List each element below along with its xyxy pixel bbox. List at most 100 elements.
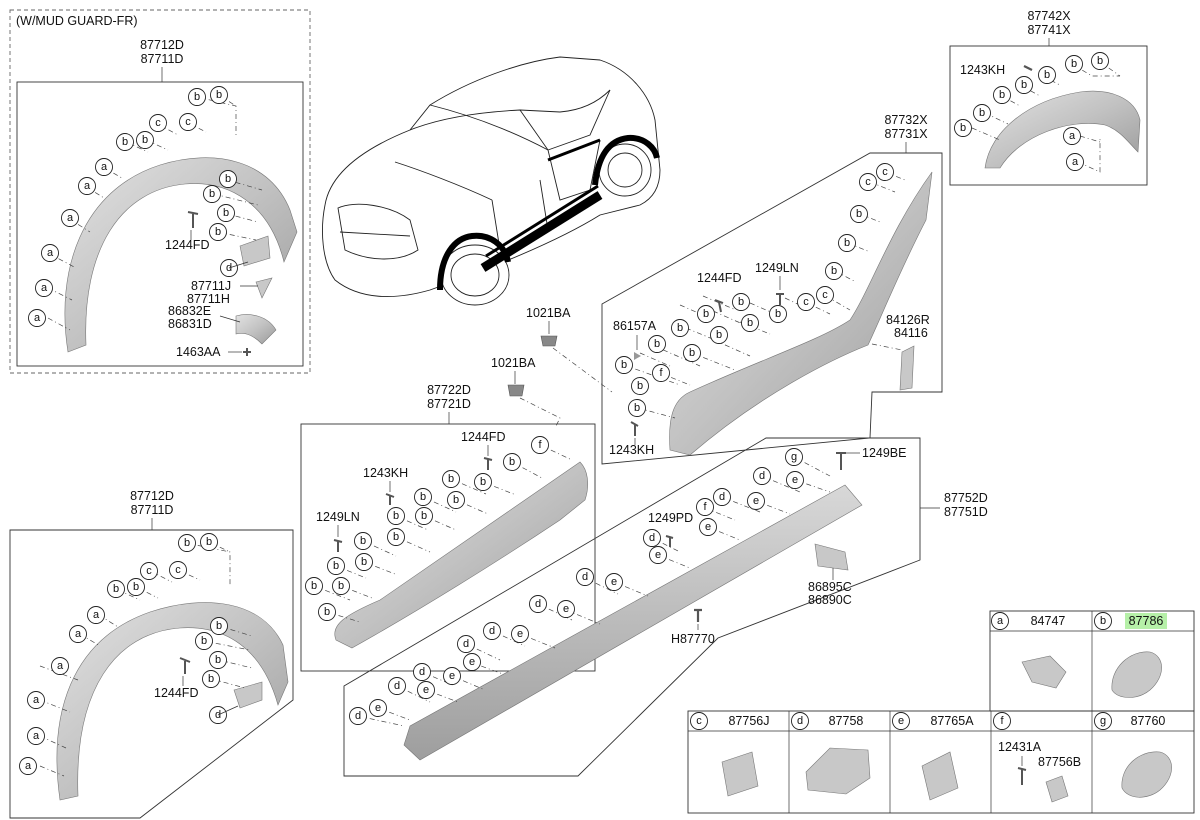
svg-text:b: b — [453, 494, 459, 506]
front-door-moulding-group: 87722D 87721D b b b b b b b b b b b b b … — [300, 383, 596, 672]
front-door-part-no-2: 87721D — [427, 397, 471, 411]
svg-text:d: d — [463, 638, 469, 650]
clip-icon — [721, 751, 759, 797]
svg-text:c: c — [865, 176, 871, 188]
svg-text:a: a — [93, 609, 100, 621]
emblem-bracket — [899, 345, 915, 391]
svg-text:a: a — [57, 660, 64, 672]
front-arch-bottom-frame — [9, 529, 294, 819]
svg-text:a: a — [47, 247, 54, 259]
svg-text:b: b — [223, 207, 229, 219]
emblem-bracket-part-no-2: 84116 — [894, 326, 928, 340]
svg-text:d: d — [355, 710, 361, 722]
svg-text:b: b — [133, 581, 139, 593]
screw-icon — [714, 299, 724, 313]
svg-text:c: c — [822, 289, 828, 301]
clip-1021ba-label-1: 1021BA — [526, 306, 571, 320]
rear-door-part-no-2: 87731X — [884, 127, 928, 141]
svg-text:b: b — [209, 188, 215, 200]
svg-text:b: b — [960, 122, 966, 134]
sill-bracket-part-no-1: 86895C — [808, 580, 852, 594]
legend-part-no: 87760 — [1131, 714, 1166, 728]
svg-text:b: b — [420, 491, 426, 503]
svg-text:b: b — [634, 402, 640, 414]
svg-text:b: b — [122, 136, 128, 148]
legend-part-no: 87786 — [1129, 614, 1164, 628]
legend-cell-a: a 84747 — [991, 612, 1067, 689]
front-door-callouts: b b b b b b b b b b b b b b f — [305, 436, 549, 621]
clip-icon — [1021, 655, 1067, 689]
rear-arch-part-no-1: 87742X — [1027, 9, 1071, 23]
rear-wheel-arch-group: 87742X 87741X b b b b b b b a a 1243KH — [949, 9, 1148, 186]
front-arch-bottom-part-no-2: 87711D — [131, 503, 174, 517]
legend-cell-d: d 87758 — [791, 712, 871, 795]
legend-part-no: 87758 — [829, 714, 864, 728]
clip-icon — [634, 352, 641, 360]
svg-text:b: b — [1097, 55, 1103, 67]
clip-icon — [540, 335, 558, 347]
svg-text:b: b — [621, 359, 627, 371]
mud-guard-bracket-87711j — [255, 277, 273, 299]
rear-door-screw-label-1244fd: 1244FD — [697, 271, 741, 285]
svg-text:b: b — [206, 536, 212, 548]
front-door-screw-label-1243kh: 1243KH — [363, 466, 408, 480]
side-sill-callouts: d e d e d e d e d e d e d e d e f e d e … — [349, 448, 804, 725]
svg-text:b: b — [738, 296, 744, 308]
front-wheel-arch-moulding-top — [64, 157, 298, 353]
clip-1021ba-group: 1021BA 1021BA — [491, 306, 613, 427]
mud-guard-option-label: (W/MUD GUARD-FR) — [16, 14, 138, 28]
legend-part-no: 84747 — [1031, 614, 1066, 628]
svg-text:d: d — [649, 532, 655, 544]
mud-guard-bracket-clip — [239, 235, 271, 267]
mud-guard-screw-label: 1463AA — [176, 345, 221, 359]
screw-icon — [665, 535, 674, 547]
screw-icon — [333, 539, 343, 552]
svg-text:d: d — [719, 491, 725, 503]
svg-text:a: a — [1069, 130, 1076, 142]
svg-text:b: b — [215, 226, 221, 238]
svg-text:b: b — [844, 237, 850, 249]
side-sill-part-no-1: 87752D — [944, 491, 988, 505]
front-wheel-arch-moulding-bottom — [56, 602, 289, 801]
side-sill-frame — [343, 437, 921, 777]
svg-text:d: d — [582, 571, 588, 583]
clip-legend-table: a 84747 b 87786 c 87756J d 87758 e 87765… — [687, 610, 1195, 814]
svg-text:a: a — [101, 161, 108, 173]
svg-text:c: c — [175, 564, 181, 576]
rear-arch-frame — [949, 45, 1148, 186]
svg-text:b: b — [225, 173, 231, 185]
clip-1021ba-label-2: 1021BA — [491, 356, 536, 370]
svg-text:a: a — [1072, 156, 1079, 168]
svg-text:a: a — [33, 730, 40, 742]
svg-text:c: c — [882, 166, 888, 178]
rear-arch-callouts: b b b b b b b a a — [954, 52, 1109, 171]
svg-text:b: b — [421, 510, 427, 522]
svg-text:b: b — [831, 265, 837, 277]
clip-icon — [805, 747, 871, 795]
rear-door-moulding-group: 87732X 87731X c c b b b c c b b b b b b … — [601, 113, 943, 465]
svg-text:b: b — [361, 556, 367, 568]
mud-guard-part-no-1: 86832E — [168, 304, 211, 318]
clip-bracket — [233, 681, 263, 709]
svg-text:b: b — [1044, 69, 1050, 81]
svg-text:d: d — [759, 470, 765, 482]
svg-text:b: b — [677, 322, 683, 334]
legend-part-no: 87756J — [728, 714, 769, 728]
svg-text:e: e — [469, 656, 475, 668]
svg-text:b: b — [216, 620, 222, 632]
svg-text:b: b — [979, 107, 985, 119]
front-arch-bottom-screw-label: 1244FD — [154, 686, 198, 700]
svg-text:c: c — [155, 117, 161, 129]
svg-text:e: e — [423, 684, 429, 696]
legend-letter: d — [797, 715, 803, 727]
clip-icon — [694, 608, 702, 622]
svg-text:b: b — [1021, 79, 1027, 91]
svg-text:f: f — [659, 367, 663, 379]
svg-text:b: b — [311, 580, 317, 592]
svg-text:a: a — [34, 312, 41, 324]
screw-icon — [1023, 65, 1033, 71]
mud-guard-part-no-2: 86831D — [168, 317, 212, 331]
mud-guard-option-frame — [9, 9, 311, 374]
front-arch-bottom-part-no-1: 87712D — [130, 489, 174, 503]
svg-text:b: b — [142, 134, 148, 146]
